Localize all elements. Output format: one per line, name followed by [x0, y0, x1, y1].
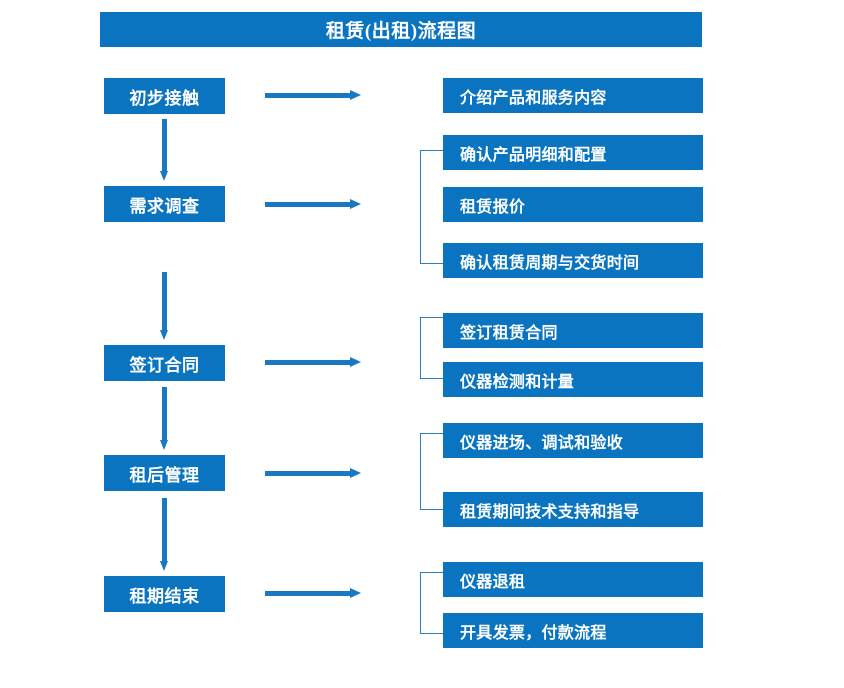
task-box-4[interactable]: 确认租赁周期与交货时间: [443, 243, 703, 278]
branch-arrow-right-5: [265, 588, 361, 599]
flow-arrow-down-4: [160, 498, 169, 571]
stage-box-4[interactable]: 租后管理: [104, 455, 225, 491]
stage-box-3[interactable]: 签订合同: [104, 345, 225, 381]
bracket-group-5: [420, 572, 443, 634]
task-box-1[interactable]: 介绍产品和服务内容: [443, 78, 703, 113]
bracket-group-2: [420, 150, 443, 264]
branch-arrow-right-4: [265, 468, 361, 479]
flow-arrow-down-3: [160, 387, 169, 450]
task-box-9[interactable]: 仪器退租: [443, 562, 703, 597]
bracket-group-4: [420, 433, 443, 510]
task-box-6[interactable]: 仪器检测和计量: [443, 362, 703, 397]
task-box-3[interactable]: 租赁报价: [443, 187, 703, 222]
stage-box-2[interactable]: 需求调查: [104, 186, 225, 222]
task-box-2[interactable]: 确认产品明细和配置: [443, 135, 703, 170]
stage-box-1[interactable]: 初步接触: [104, 78, 225, 114]
task-box-10[interactable]: 开具发票，付款流程: [443, 613, 703, 648]
task-box-7[interactable]: 仪器进场、调试和验收: [443, 423, 703, 458]
branch-arrow-right-3: [265, 357, 361, 368]
bracket-group-3: [420, 317, 443, 379]
branch-arrow-right-2: [265, 199, 361, 210]
diagram-title: 租赁(出租)流程图: [100, 12, 702, 47]
task-box-5[interactable]: 签订租赁合同: [443, 313, 703, 348]
stage-box-5[interactable]: 租期结束: [104, 576, 225, 612]
task-box-8[interactable]: 租赁期间技术支持和指导: [443, 492, 703, 527]
branch-arrow-right-1: [265, 90, 361, 101]
flow-arrow-down-1: [160, 119, 169, 181]
flow-arrow-down-2: [160, 272, 169, 340]
